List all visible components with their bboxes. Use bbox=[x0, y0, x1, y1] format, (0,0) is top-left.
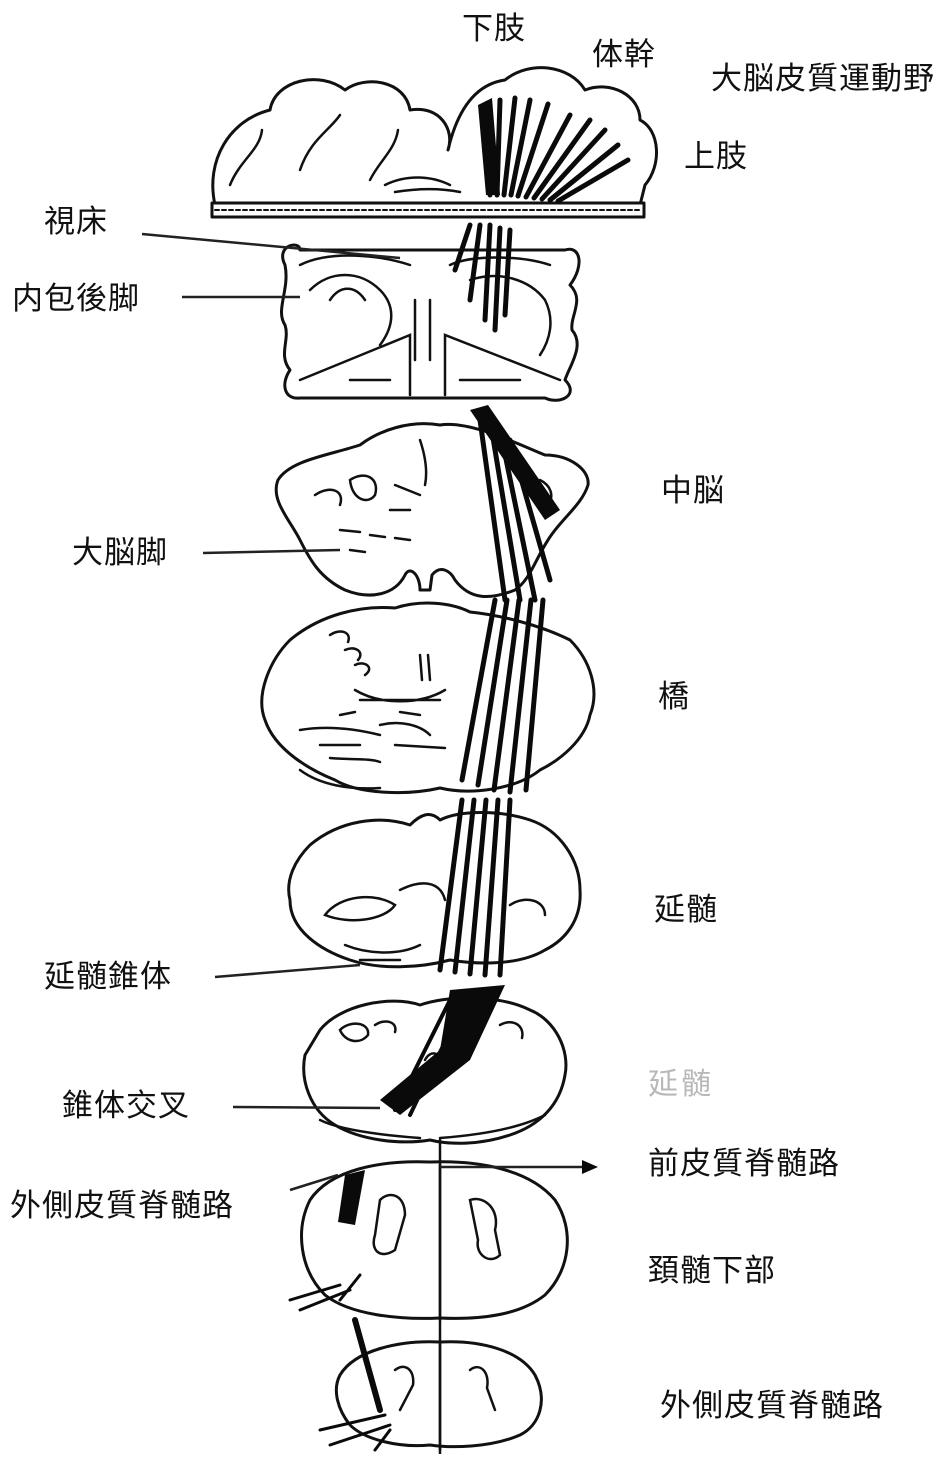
cerebral-cortex-section bbox=[212, 68, 656, 217]
decussation-section bbox=[304, 985, 566, 1143]
medullary-pyramid-leader bbox=[215, 965, 360, 977]
label-lateral-corticospinal-left: 外側皮質脊髄路 bbox=[10, 1191, 234, 1222]
label-internal-capsule: 内包後脚 bbox=[12, 284, 140, 315]
cervical-cord-section bbox=[290, 1162, 567, 1320]
label-medulla: 延髄 bbox=[654, 895, 718, 926]
label-cerebral-peduncle: 大脳脚 bbox=[72, 538, 168, 569]
label-pons: 橋 bbox=[658, 682, 690, 713]
label-thalamus: 視床 bbox=[44, 207, 108, 238]
label-lower-limb: 下肢 bbox=[462, 14, 526, 45]
label-upper-limb: 上肢 bbox=[684, 142, 748, 173]
medulla-section bbox=[289, 800, 580, 975]
thalamus-leader bbox=[142, 234, 400, 258]
decussation-leader bbox=[233, 1107, 380, 1108]
label-medullary-pyramid: 延髄錐体 bbox=[44, 962, 172, 993]
label-motor-cortex: 大脳皮質運動野 bbox=[711, 64, 935, 95]
lumbar-cord-section bbox=[320, 1320, 541, 1450]
label-lower-cervical-cord: 頚髄下部 bbox=[648, 1256, 776, 1287]
label-medulla-faint: 延髄 bbox=[648, 1070, 714, 1100]
pons-section bbox=[262, 600, 594, 793]
midbrain-section bbox=[276, 405, 588, 600]
label-lateral-corticospinal-bottom: 外側皮質脊髄路 bbox=[660, 1391, 884, 1422]
label-midbrain: 中脳 bbox=[661, 476, 725, 507]
label-trunk: 体幹 bbox=[592, 40, 656, 71]
label-anterior-corticospinal: 前皮質脊髄路 bbox=[648, 1149, 840, 1180]
label-pyramidal-decussation: 錐体交叉 bbox=[62, 1091, 190, 1122]
